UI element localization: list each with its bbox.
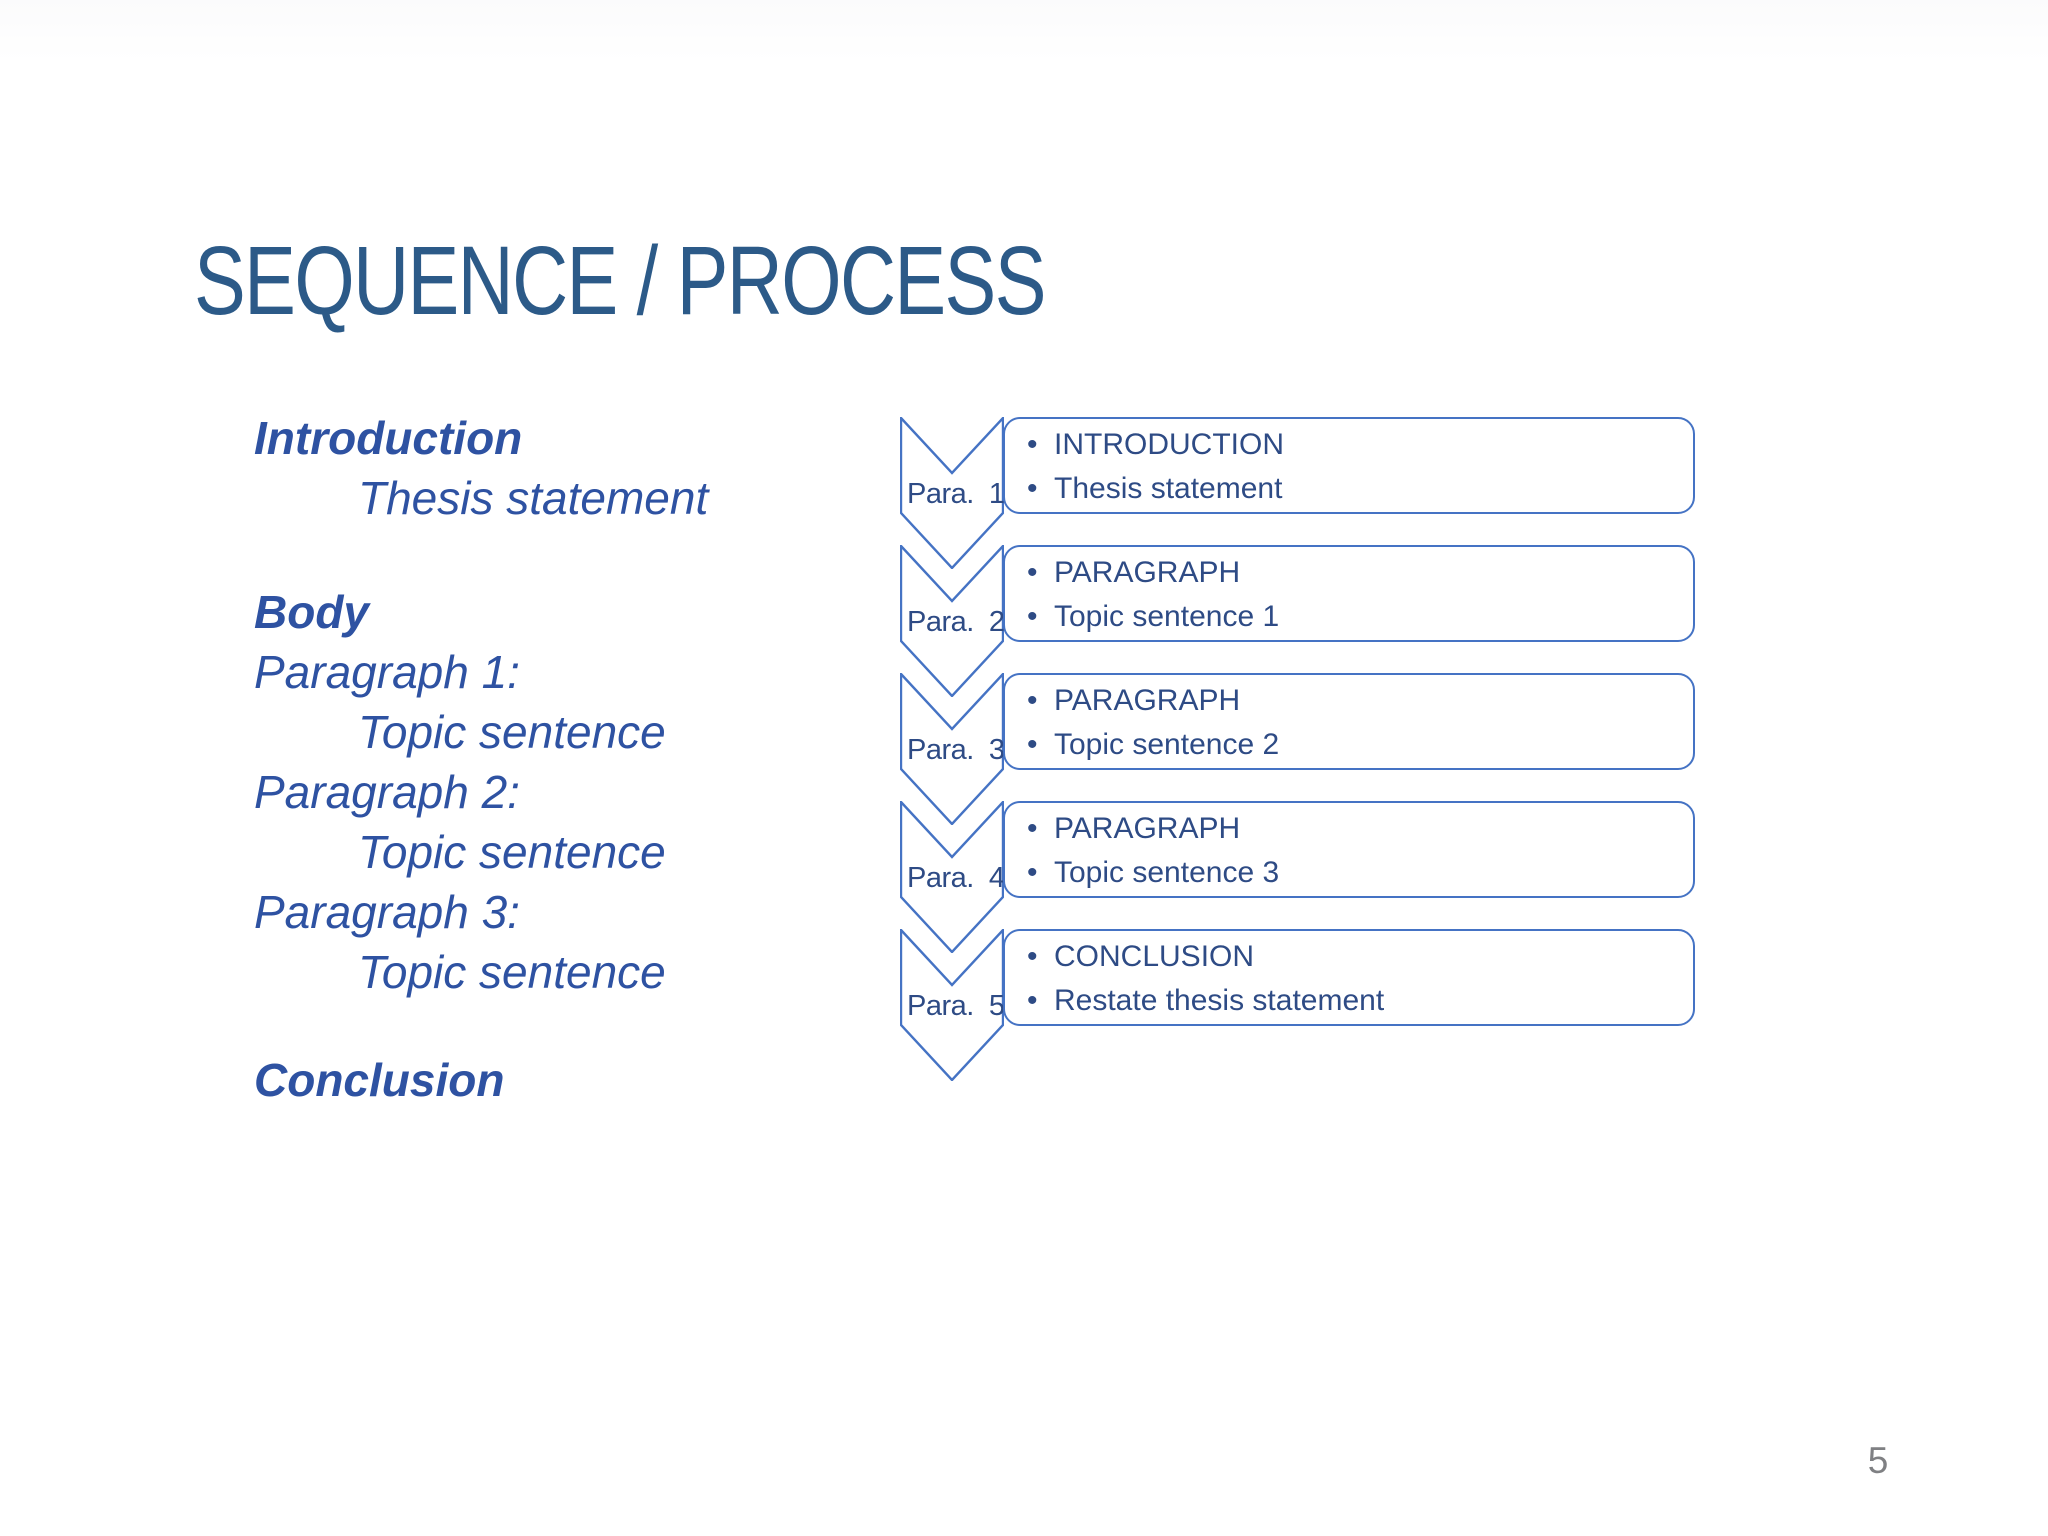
process-box: • PARAGRAPH • Topic sentence 3 [1003, 801, 1695, 898]
chevron-down-icon [900, 673, 1004, 825]
bullet-dot: • [1027, 939, 1038, 973]
process-diagram: Para. 1 •INTRODUCTION •Thesis statement … [900, 417, 1800, 1117]
outline-line-introduction: Introduction [254, 412, 523, 464]
para-label: Para. 1 [907, 478, 1005, 510]
process-box: • PARAGRAPH • Topic sentence 1 [1003, 545, 1695, 642]
bullet-dot: • [1027, 427, 1038, 461]
outline-line-body: Body [254, 586, 369, 638]
bullet-dot: • [1027, 983, 1038, 1017]
bullet-dot: • [1027, 811, 1038, 845]
bullet-text: CONCLUSION [1054, 939, 1255, 973]
slide-title: SEQUENCE / PROCESS [194, 226, 1046, 335]
para-label: Para. 2 [907, 606, 1005, 638]
bullet-dot: • [1027, 683, 1038, 717]
bullet-text: PARAGRAPH [1054, 811, 1241, 845]
bullet-text: INTRODUCTION [1054, 427, 1284, 461]
para-label: Para. 4 [907, 862, 1005, 894]
outline-line-thesis: Thesis statement [358, 472, 709, 524]
chevron-down-icon [900, 545, 1004, 697]
bullet-text: PARAGRAPH [1054, 683, 1241, 717]
outline-line-topic-2: Topic sentence [358, 826, 666, 878]
bullet-text: Restate thesis statement [1054, 983, 1385, 1017]
chevron-down-icon [900, 929, 1004, 1081]
para-label: Para. 3 [907, 734, 1005, 766]
bullet-dot: • [1027, 599, 1038, 633]
essay-outline: Introduction Thesis statement Body Parag… [254, 408, 874, 1110]
outline-line-paragraph-2: Paragraph 2: [254, 766, 520, 818]
bullet-text: Thesis statement [1054, 471, 1283, 505]
chevron-down-icon [900, 417, 1004, 569]
bullet-text: PARAGRAPH [1054, 555, 1241, 589]
process-box: • INTRODUCTION • Thesis statement [1003, 417, 1695, 514]
bullet-text: Topic sentence 2 [1054, 727, 1280, 761]
outline-line-topic-3: Topic sentence [358, 946, 666, 998]
process-box: • CONCLUSION • Restate thesis statement [1003, 929, 1695, 1026]
bullet-dot: • [1027, 555, 1038, 589]
bullet-text: Topic sentence 3 [1054, 855, 1280, 889]
outline-line-paragraph-3: Paragraph 3: [254, 886, 520, 938]
bullet-dot: • [1027, 727, 1038, 761]
outline-line-paragraph-1: Paragraph 1: [254, 646, 520, 698]
bullet-dot: • [1027, 471, 1038, 505]
bullet-text: Topic sentence 1 [1054, 599, 1280, 633]
bullet-dot: • [1027, 855, 1038, 889]
process-box: • PARAGRAPH • Topic sentence 2 [1003, 673, 1695, 770]
outline-line-conclusion: Conclusion [254, 1054, 505, 1106]
para-label: Para. 5 [907, 990, 1005, 1022]
chevron-down-icon [900, 801, 1004, 953]
page-number: 5 [1867, 1440, 1889, 1481]
outline-line-topic-1: Topic sentence [358, 706, 666, 758]
